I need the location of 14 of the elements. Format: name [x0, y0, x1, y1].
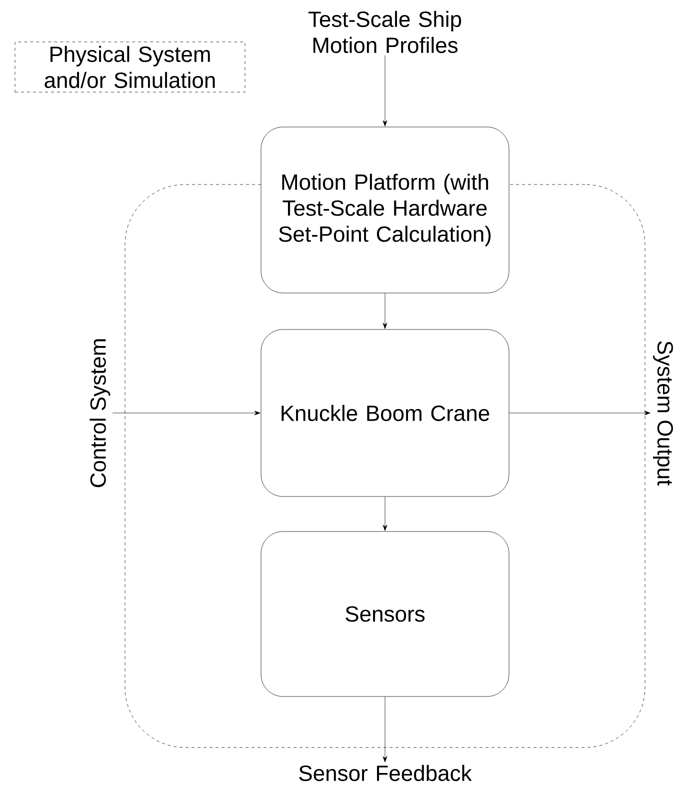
side-label: System Output	[653, 341, 673, 486]
process-box: Motion Platform (with Test-Scale Hardware Set-Point Calculation)	[260, 126, 510, 294]
side-label: Control System	[90, 339, 110, 488]
process-box: Knuckle Boom Crane	[260, 329, 510, 497]
arrow	[382, 293, 388, 329]
process-box: Sensors	[260, 531, 510, 697]
input-label: Test-Scale Ship Motion Profiles	[308, 10, 462, 54]
arrow	[382, 55, 388, 126]
input-label: Sensor Feedback	[299, 764, 472, 782]
boundary-label: Physical System and/or Simulation	[14, 42, 246, 92]
arrow	[382, 496, 388, 531]
arrow	[382, 696, 388, 762]
arrow	[509, 410, 650, 416]
arrow	[112, 410, 260, 416]
